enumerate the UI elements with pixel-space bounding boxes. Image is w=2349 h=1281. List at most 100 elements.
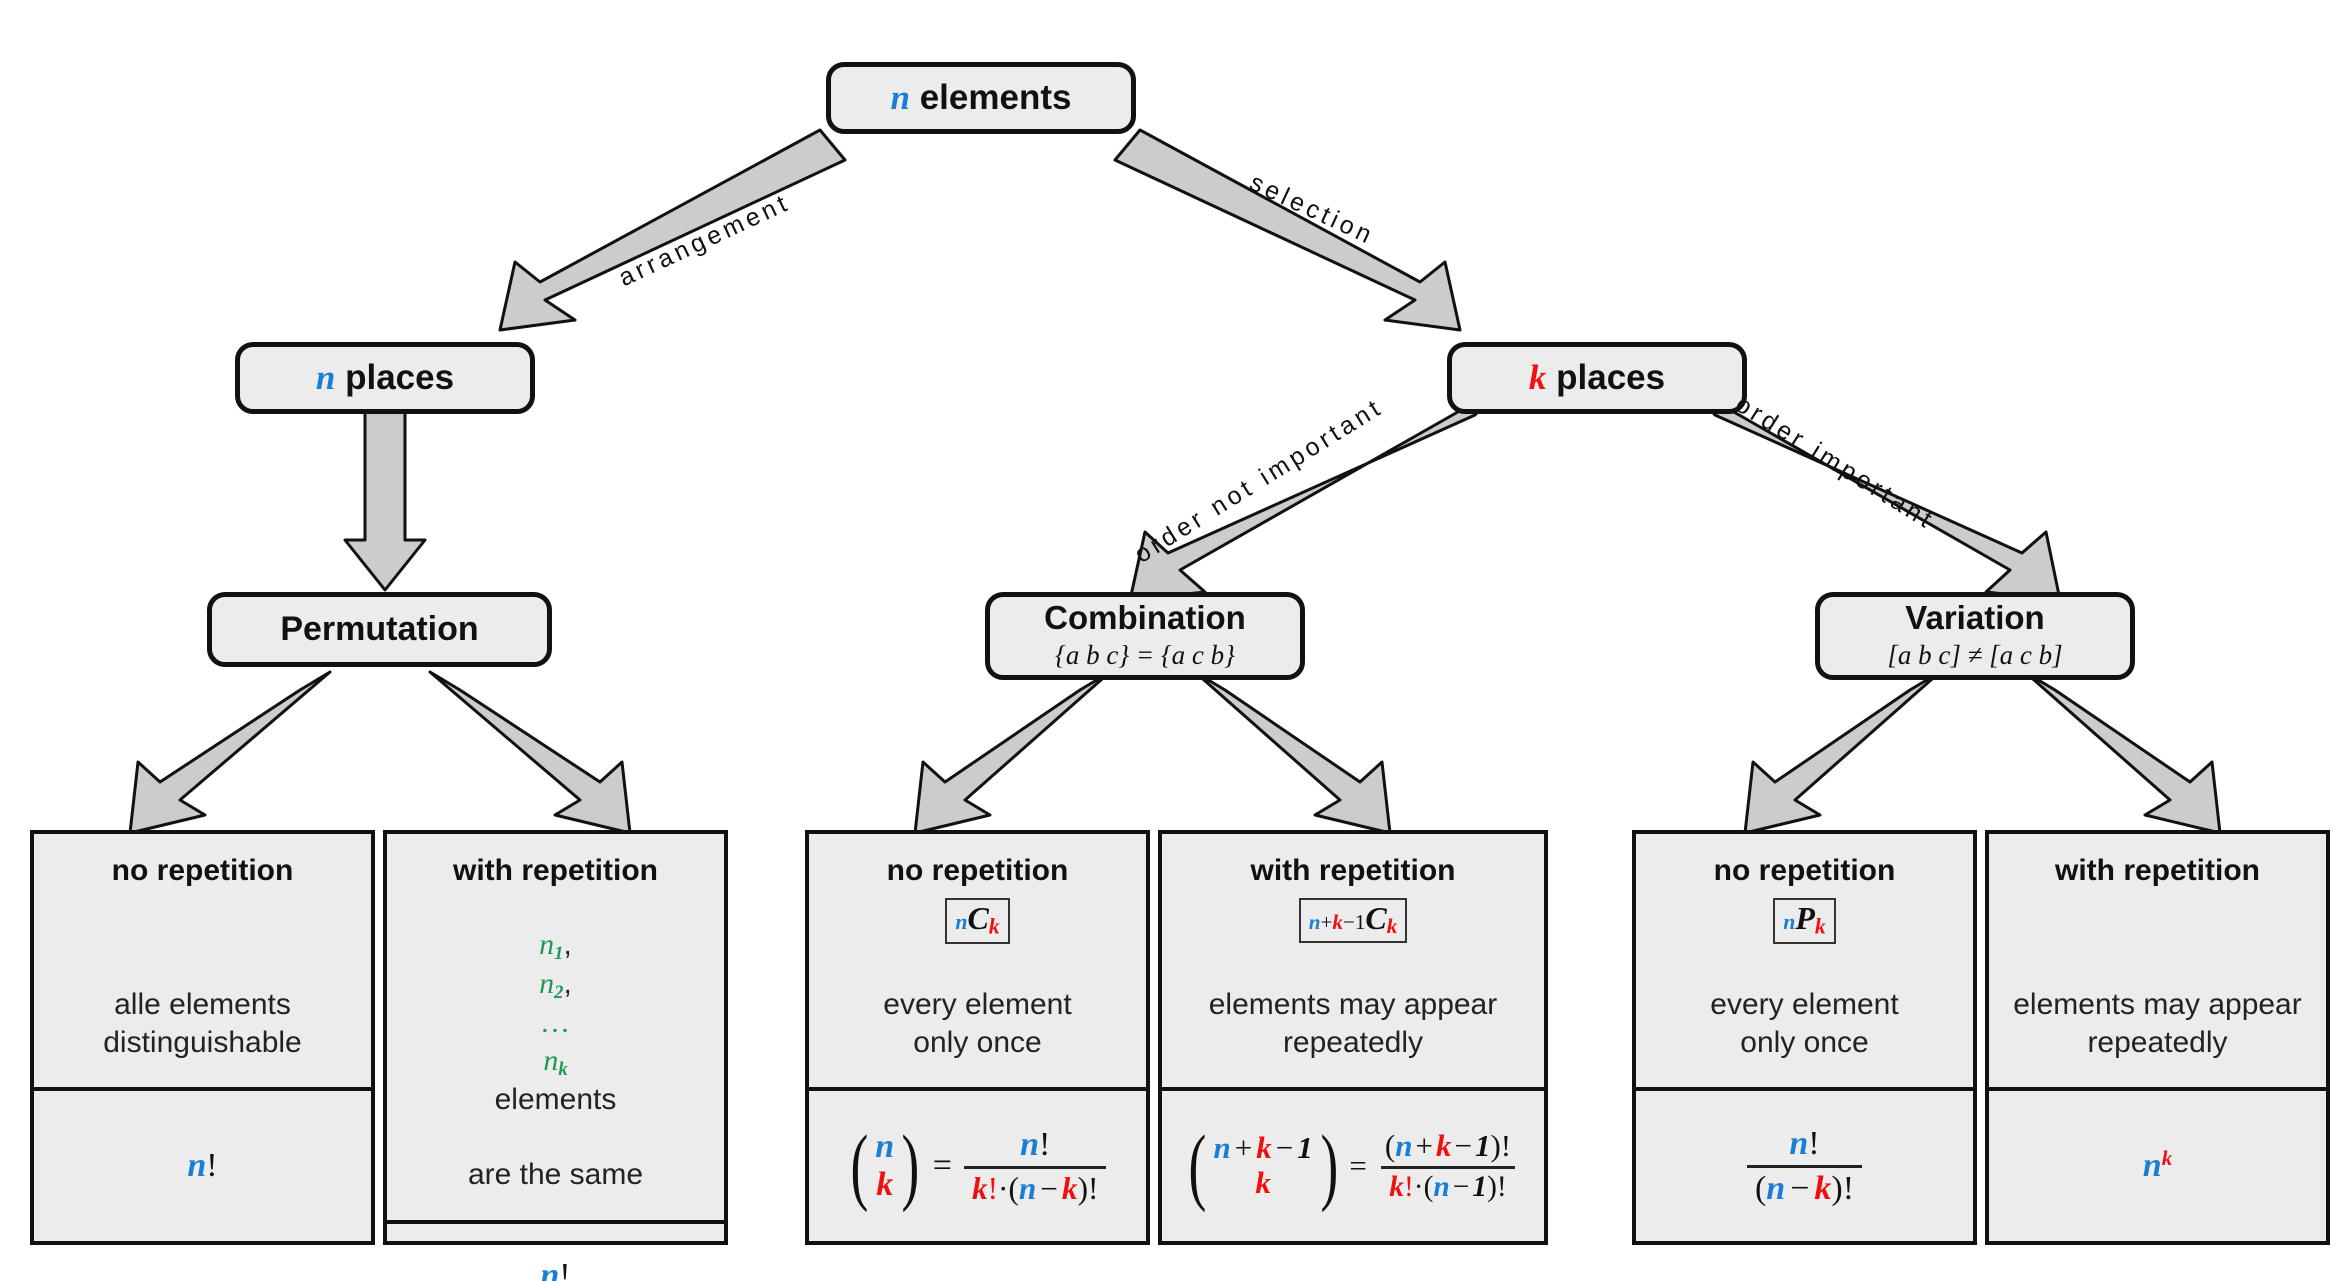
- fraction: (n+k−1)! k!·(n−1)!: [1377, 1128, 1519, 1204]
- binomial-stack: n+k−1 k: [1212, 1130, 1315, 1200]
- den-bang-final: !: [1496, 1171, 1507, 1203]
- node-n-elements[interactable]: n elements: [826, 62, 1136, 134]
- fraction-denominator: (n−k)!: [1746, 1164, 1863, 1208]
- den-k: k: [1389, 1171, 1404, 1203]
- notation-prefix: n+k−1: [1309, 910, 1366, 934]
- leaf-heading: no repetition: [111, 854, 294, 887]
- num-n: n: [1395, 1128, 1413, 1163]
- notation-sub-k: k: [1814, 914, 1826, 939]
- leaf-description-text: elements may appear repeatedly: [2013, 988, 2302, 1059]
- notation-minus: −: [1342, 910, 1355, 934]
- arrow-combination-withrepetition: [1193, 670, 1392, 835]
- den-minus: −: [1040, 1170, 1058, 1206]
- left-paren: (: [1188, 1117, 1207, 1214]
- desc-are-the-same: are the same: [467, 1158, 644, 1192]
- binomial-stack: n k: [873, 1128, 896, 1204]
- arrow-order-not-important: [1128, 386, 1502, 602]
- leaf-combination-no-repetition[interactable]: no repetition nCk every element only onc…: [805, 830, 1150, 1245]
- desc-n-sub-1: n1: [539, 927, 564, 964]
- binomial-coefficient: ( n k ): [845, 1117, 925, 1214]
- leaf-variation-with-repetition[interactable]: with repetition elements may appear repe…: [1985, 830, 2330, 1245]
- notation-plus: +: [1320, 910, 1333, 934]
- formula-bang: !: [206, 1147, 218, 1184]
- node-k-places-text: places: [1556, 358, 1666, 398]
- leaf-divider: [1636, 1087, 1973, 1091]
- arrow-variation-withrepetition: [2023, 670, 2222, 835]
- arrow-combination-norepetition: [913, 670, 1112, 835]
- leaf-notation-nk1Ck: n+k−1Ck: [1298, 898, 1408, 944]
- leaf-formula: ( n+k−1 k ) = (n+k−1)! k!·(n−1)!: [1162, 1091, 1544, 1241]
- binomial-coefficient: ( n+k−1 k ): [1183, 1117, 1344, 1214]
- leaf-description: elements may appear repeatedly: [2013, 949, 2302, 1062]
- num-lparen: (: [1384, 1128, 1396, 1163]
- leaf-notation-nCk: nCk: [945, 898, 1010, 945]
- node-permutation[interactable]: Permutation: [207, 592, 552, 667]
- leaf-upper: with repetition elements may appear repe…: [1989, 834, 2326, 1087]
- desc-dots: …: [542, 1006, 569, 1040]
- leaf-permutation-no-repetition[interactable]: no repetition alle elements distinguisha…: [30, 830, 375, 1245]
- den-bang-final: !: [1087, 1170, 1099, 1206]
- formula-n: n: [2142, 1147, 2162, 1184]
- den-one: 1: [1472, 1171, 1488, 1203]
- fraction-numerator: n!: [532, 1257, 578, 1281]
- den-n: n: [1018, 1170, 1037, 1206]
- leaf-upper: with repetition n1, n2, … nk elements ar…: [387, 834, 724, 1220]
- den-dot: ·: [998, 1170, 1009, 1206]
- node-n-places-text: places: [345, 358, 455, 398]
- left-paren: (: [850, 1117, 868, 1214]
- num-minus: −: [1454, 1128, 1472, 1163]
- den-minus: −: [1790, 1169, 1810, 1207]
- leaf-description: alle elements distinguishable: [103, 949, 301, 1062]
- node-n-elements-text: elements: [919, 78, 1072, 118]
- binom-one: 1: [1297, 1130, 1313, 1166]
- den-rparen: ): [1487, 1171, 1497, 1203]
- right-paren: ): [901, 1117, 920, 1214]
- num-n: n: [1020, 1125, 1039, 1163]
- binom-n: n: [1213, 1130, 1231, 1166]
- leaf-variation-no-repetition[interactable]: no repetition nPk every element only onc…: [1632, 830, 1977, 1245]
- leaf-description-text: every element only once: [1710, 988, 1899, 1059]
- leaf-upper: with repetition n+k−1Ck elements may app…: [1162, 834, 1544, 1087]
- den-dot: ·: [1413, 1171, 1424, 1203]
- leaf-heading: with repetition: [453, 854, 658, 887]
- den-minus: −: [1452, 1171, 1470, 1203]
- notation-sub-n: n: [955, 910, 968, 934]
- desc-elements-word: elements: [494, 1083, 617, 1117]
- den-bang-k: !: [987, 1170, 999, 1206]
- node-variation[interactable]: Variation [a b c] ≠ [a c b]: [1815, 592, 2135, 680]
- desc-comma-2: ,: [563, 966, 572, 1000]
- binom-plus: +: [1234, 1130, 1253, 1166]
- fraction-denominator: k!·(n−1)!: [1381, 1166, 1515, 1204]
- node-variation-example: [a b c] ≠ [a c b]: [1887, 639, 2063, 670]
- node-n-elements-label: n elements: [891, 79, 1072, 116]
- den-rparen: ): [1077, 1170, 1088, 1206]
- notation-k: k: [1332, 910, 1343, 934]
- notation-sub-k: k: [1386, 914, 1398, 939]
- leaf-combination-with-repetition[interactable]: with repetition n+k−1Ck elements may app…: [1158, 830, 1548, 1245]
- node-k-places[interactable]: k places: [1447, 342, 1747, 414]
- binom-bottom-k: k: [1255, 1165, 1271, 1200]
- leaf-permutation-with-repetition[interactable]: with repetition n1, n2, … nk elements ar…: [383, 830, 728, 1281]
- node-combination[interactable]: Combination {a b c} = {a c b}: [985, 592, 1305, 680]
- den-bang-k: !: [1403, 1171, 1414, 1203]
- num-bang: !: [1808, 1124, 1820, 1162]
- node-n-places[interactable]: n places: [235, 342, 535, 414]
- den-k: k: [1814, 1169, 1832, 1207]
- leaf-upper: no repetition alle elements distinguisha…: [34, 834, 371, 1087]
- node-n-places-label: n places: [316, 359, 454, 396]
- binom-minus: −: [1275, 1130, 1294, 1166]
- right-paren: ): [1320, 1117, 1338, 1214]
- leaf-heading: no repetition: [886, 854, 1069, 887]
- den-k: k: [971, 1170, 988, 1206]
- formula-n: n: [187, 1147, 207, 1184]
- fraction: n! (n−k)!: [1746, 1124, 1863, 1208]
- leaf-divider: [387, 1219, 724, 1224]
- fraction: n! k!·(n−k)!: [963, 1125, 1107, 1207]
- leaf-description: every element only once: [883, 949, 1071, 1062]
- fraction: n! n1!·n2!⋯nk!: [470, 1257, 640, 1281]
- leaf-heading: with repetition: [1250, 854, 1456, 887]
- den-n: n: [1433, 1171, 1450, 1203]
- num-bang: !: [559, 1256, 571, 1281]
- fraction-numerator: (n+k−1)!: [1377, 1128, 1519, 1166]
